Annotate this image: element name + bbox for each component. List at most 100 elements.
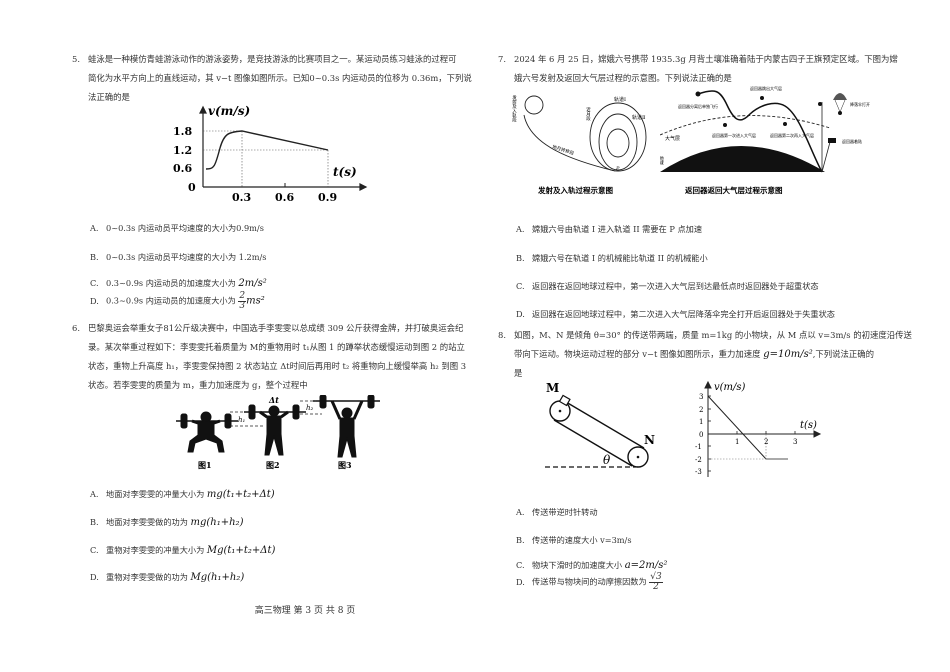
q6-stem-line4: 状态。若李雯雯的质量为 m，重力加速度为 g，整个过程中: [88, 380, 308, 390]
q5-stem-line1: 蛙泳是一种模仿青蛙游泳动作的游泳姿势，是竞技游泳的比赛项目之一。某运动员练习蛙泳…: [88, 54, 457, 64]
q5-xtick: 0.3: [232, 191, 251, 203]
option-label: C.: [90, 278, 99, 288]
option-text: 0.3~0.9s 内运动员的加速度大小为: [106, 295, 236, 306]
option-label: B.: [90, 252, 99, 262]
q8-xtick: 1: [735, 438, 739, 446]
q6-stem-line3: 状态，重物上升高度 h₁，李雯雯保持图 2 状态站立 Δt时间后再用时 t₂ 将…: [88, 361, 467, 371]
q7-launch-orbit-figure: 发射及入轨段 地月转移段 轨道Ⅰ 轨道Ⅱ 近月段 P 发射及入轨过程示意图: [512, 94, 647, 195]
q6-option-d[interactable]: D.重物对李雯雯做的功为 Mg(h₁+h₂): [90, 571, 244, 583]
q8-ytick: -2: [695, 456, 702, 464]
q6-stem: 6.巴黎奥运会举重女子81公斤级决赛中，中国选手李雯雯以总成绩 309 公斤获得…: [72, 319, 492, 395]
option-label: D.: [90, 295, 99, 306]
q7-option-b[interactable]: B.嫦娥六号在轨道 I 的机械能比轨道 II 的机械能小: [516, 252, 708, 264]
q8-option-b[interactable]: B. 传送带的速度大小 v=3m/s: [516, 534, 632, 546]
q8-xtick: 3: [793, 438, 797, 446]
option-text: 传送带逆时针转动: [532, 507, 598, 517]
lifter-squat-icon: [176, 411, 238, 453]
parachute-icon: [833, 93, 847, 100]
q5-ytick: 0: [188, 181, 196, 194]
q8-ytick: 0: [699, 431, 703, 439]
q8-ytick: -1: [695, 443, 702, 451]
option-text: 物块下滑时的加速度大小: [532, 560, 623, 570]
q8-option-c[interactable]: C. 物块下滑时的加速度大小 a=2m/s²: [516, 559, 667, 571]
q8-stem: 8.如图，M、N 是倾角 θ=30° 的传送带两端，质量 m=1kg 的小物块，…: [498, 326, 918, 383]
q5-graph-ylabel: v(m/s): [208, 104, 250, 118]
q6-option-a[interactable]: A.地面对李雯雯的冲量大小为 mg(t₁+t₂+Δt): [90, 488, 275, 500]
q8-ytick: -3: [695, 468, 702, 476]
q8-graph-xlabel: t(s): [800, 420, 817, 431]
q8-option-a[interactable]: A.传送带逆时针转动: [516, 506, 598, 518]
option-text: 嫦娥六号由轨道 I 进入轨道 II 需要在 P 点加速: [532, 224, 703, 234]
figure-3-label: 图3: [338, 460, 352, 470]
option-label: B.: [516, 253, 525, 263]
figure-1-label: 图1: [198, 460, 212, 470]
q5-option-a[interactable]: A.0~0.3s 内运动员平均速度的大小为0.9m/s: [90, 222, 264, 234]
q7-stem: 7. 2024 年 6 月 25 日，嫦娥六号携带 1935.3g 月背土壤准确着…: [498, 50, 918, 88]
orbit-1-label: 轨道Ⅰ: [614, 96, 626, 103]
option-label: D.: [516, 576, 525, 587]
q7-stem-line1: 2024 年 6 月 25 日，嫦娥六号携带 1935.3g 月背土壤准确着陆于…: [514, 54, 898, 64]
q8-ytick: 2: [699, 406, 703, 414]
earth-label: 地球: [660, 155, 664, 166]
option-label: B.: [90, 517, 99, 527]
q5-option-c[interactable]: C.0.3~0.9s 内运动员的加速度大小为 2m/s²: [90, 277, 267, 289]
q7-option-c[interactable]: C.返回器在返回地球过程中，第一次进入大气层到达最低点时返回器处于超重状态: [516, 280, 819, 292]
option-text: 重物对李雯雯做的功为: [106, 572, 188, 582]
q7-option-d[interactable]: D. 返回器在返回地球过程中，第二次进入大气层降落伞完全打开后返回器处于失重状态: [516, 308, 835, 320]
option-label: D.: [90, 572, 99, 582]
theta-label: θ: [603, 453, 611, 467]
q5-number: 5.: [72, 54, 80, 64]
fraction-denominator: 2: [653, 582, 659, 592]
q8-conveyor-figure: M N θ: [545, 381, 655, 468]
earth-shape: [660, 146, 825, 172]
q7-option-a[interactable]: A. 嫦娥六号由轨道 I 进入轨道 II 需要在 P 点加速: [516, 223, 702, 235]
q5-option-b[interactable]: B. 0~0.3s 内运动员平均速度的大小为 1.2m/s: [90, 251, 267, 263]
skip-out-label: 返回器跳出大气层: [750, 85, 782, 91]
option-math: 2m/s²: [238, 278, 267, 289]
figure-2-label: 图2: [266, 460, 280, 470]
option-text: 返回器在返回地球过程中，第二次进入大气层降落伞完全打开后返回器处于失重状态: [532, 309, 835, 319]
option-label: C.: [516, 281, 525, 291]
h2-mark: h₂: [306, 404, 314, 412]
q6-stem-line2: 录。某次举重过程如下：李雯雯托着质量为 M的重物用时 t₁从图 1 的蹲举状态缓…: [88, 342, 465, 352]
capsule-landed-icon: [828, 138, 836, 143]
landing-label: 返回器着陆: [842, 138, 862, 144]
option-label: C.: [90, 545, 99, 555]
option-math: a=2m/s²: [624, 560, 668, 571]
option-label: D.: [516, 309, 525, 319]
fraction-denominator: 3: [239, 301, 246, 311]
q7-number: 7.: [498, 54, 506, 64]
q8-gravity-math: g=10m/s²: [763, 349, 813, 360]
option-math: mg(t₁+t₂+Δt): [206, 489, 275, 500]
q5-vt-graph: v(m/s) t(s) 1.8 1.2 0.6 0 0.3 0.6 0.9: [173, 104, 368, 203]
option-label: C.: [516, 560, 525, 570]
q8-stem-line2b: ,下列说法正确的: [812, 349, 875, 359]
option-text: 0~0.3s 内运动员平均速度的大小为 1.2m/s: [106, 252, 267, 262]
q6-option-c[interactable]: C.重物对李雯雯的冲量大小为 Mg(t₁+t₂+Δt): [90, 544, 275, 556]
parachute-label: 降落伞打开: [850, 101, 870, 107]
option-label: B.: [516, 535, 525, 545]
option-math: Mg(t₁+t₂+Δt): [206, 545, 276, 556]
q8-vt-graph: v(m/s) t(s) 3 2 1 0 -1 -2 -3 1 2 3: [695, 380, 822, 477]
option-text: 传送带的速度大小 v=3m/s: [532, 535, 632, 545]
option-label: A.: [516, 224, 525, 234]
option-label: A.: [90, 223, 99, 233]
option-math: ms²: [246, 295, 265, 307]
point-n-label: N: [644, 433, 655, 447]
atmosphere-label: 大气层: [665, 135, 680, 142]
block-icon: [558, 394, 571, 407]
first-entry-label: 返回器第一次进入大气层: [712, 132, 756, 138]
h1-mark: h₁: [238, 416, 246, 424]
q7-return-figure: 返回器分离后单独飞行 返回器跳出大气层 返回器第一次进入大气层 返回器第二次再入…: [660, 85, 870, 195]
option-label: A.: [90, 489, 99, 499]
dt-mark: Δt: [268, 395, 279, 405]
q6-option-b[interactable]: B.地面对李雯雯做的功为 mg(h₁+h₂): [90, 516, 243, 528]
q8-stem-line3: 是: [514, 368, 523, 378]
q5-xtick: 0.9: [318, 191, 337, 203]
q5-stem: 5. 蛙泳是一种模仿青蛙游泳动作的游泳姿势，是竞技游泳的比赛项目之一。某运动员练习…: [72, 50, 492, 107]
q8-graph-ylabel: v(m/s): [714, 382, 746, 393]
